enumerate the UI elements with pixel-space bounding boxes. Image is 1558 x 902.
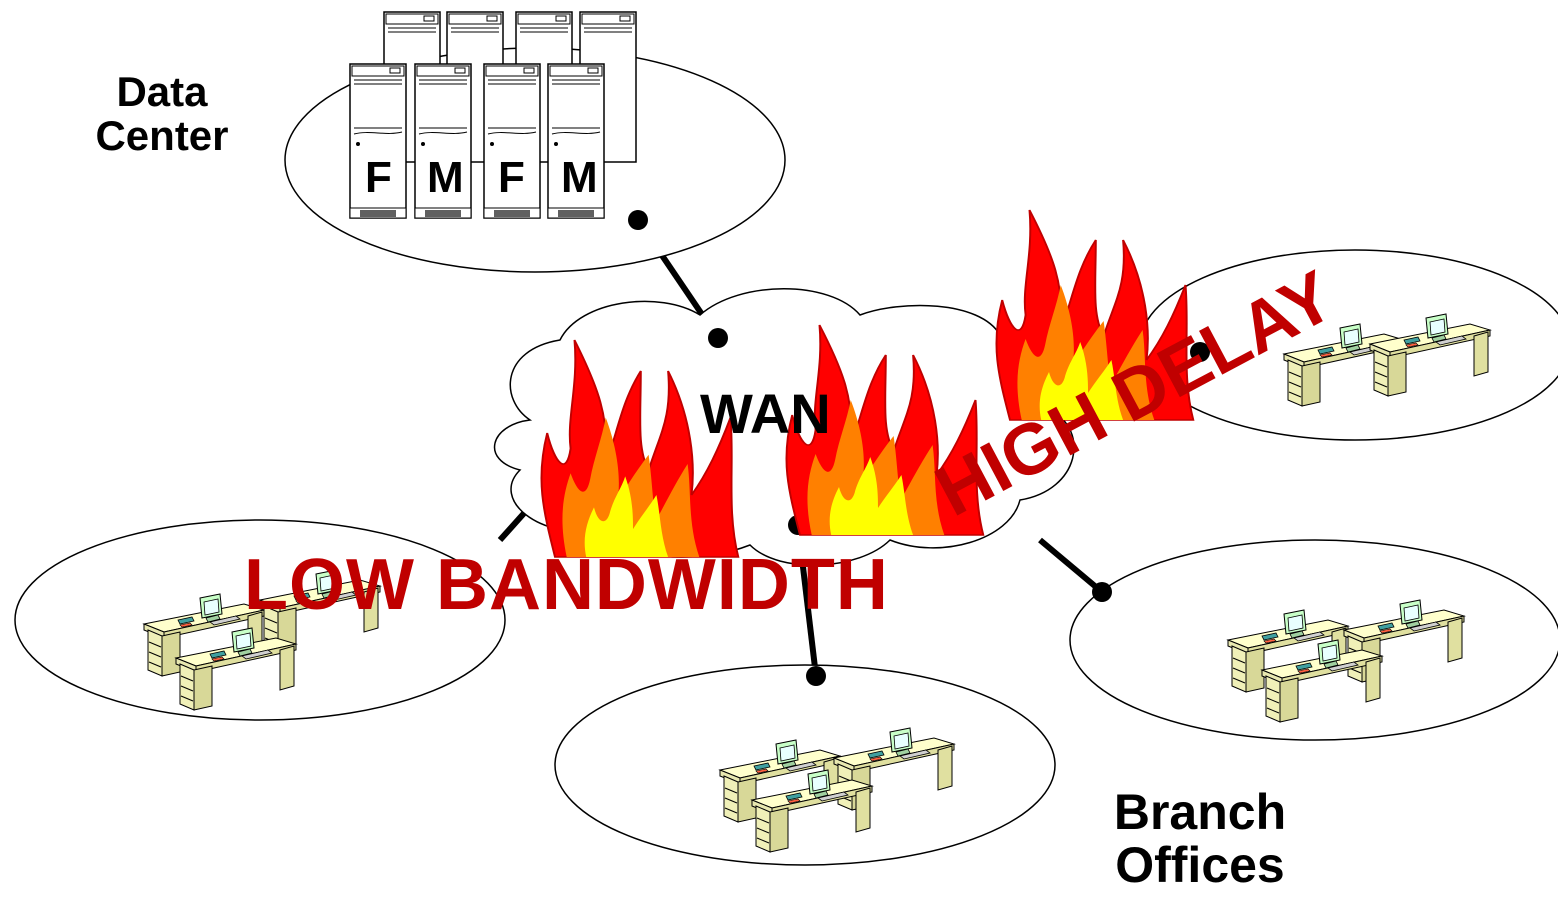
- server-letter: F: [365, 153, 392, 202]
- data-center-label: Data Center: [95, 68, 229, 160]
- server-letter: F: [498, 153, 525, 202]
- server-rack-front-row: F M F M: [349, 63, 605, 219]
- server-letter: M: [427, 153, 464, 202]
- wan-label: WAN: [700, 382, 831, 445]
- branch-office-zone-right: [1069, 539, 1558, 741]
- branch-offices-label: Branch Offices: [1113, 784, 1287, 893]
- low-bandwidth-label: LOW BANDWIDTH: [244, 545, 889, 625]
- server-letter: M: [561, 153, 598, 202]
